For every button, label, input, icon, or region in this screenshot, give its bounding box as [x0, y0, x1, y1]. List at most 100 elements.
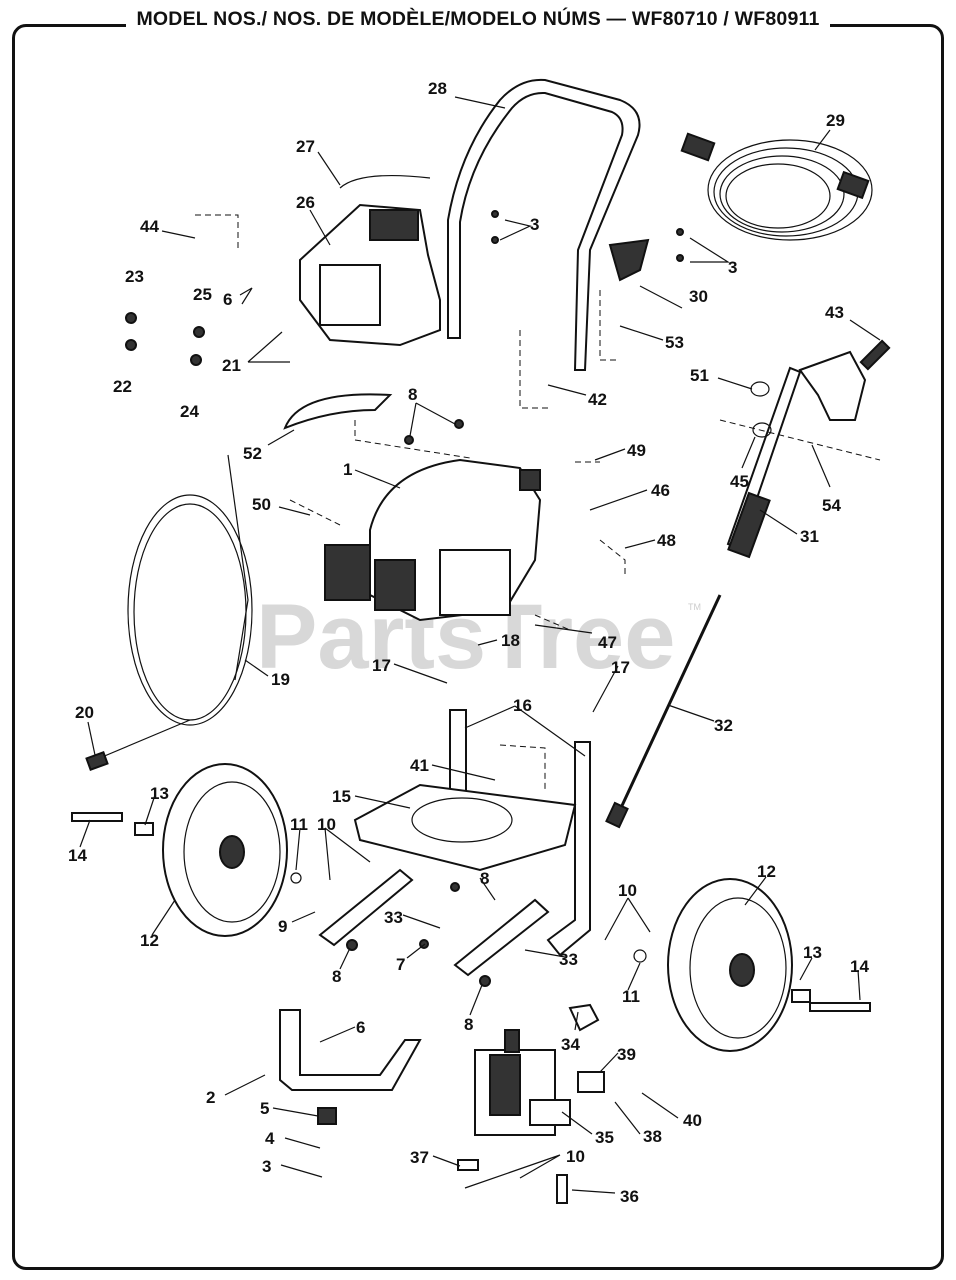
callout-9: 9 [278, 917, 287, 936]
hose-coil [680, 132, 873, 241]
callout-18: 18 [501, 631, 520, 650]
callout-35: 35 [595, 1128, 614, 1147]
callout-3b: 3 [728, 258, 737, 277]
inlet-fitting-39 [577, 1071, 605, 1093]
callout-40: 40 [683, 1111, 702, 1130]
engine-shroud [299, 203, 441, 347]
callout-39: 39 [617, 1045, 636, 1064]
callout-42: 42 [588, 390, 607, 409]
callout-48: 48 [657, 531, 676, 550]
callout-17b: 17 [611, 658, 630, 677]
callout-49: 49 [627, 441, 646, 460]
frame-side-left [318, 868, 414, 947]
callout-14a: 14 [68, 846, 87, 865]
spray-wand [618, 594, 722, 811]
callout-52: 52 [243, 444, 262, 463]
callout-27: 27 [296, 137, 315, 156]
callout-31: 31 [800, 527, 819, 546]
foot-5 [317, 1107, 337, 1125]
callout-3a: 3 [530, 215, 539, 234]
callout-11b: 11 [622, 987, 640, 1006]
callout-53: 53 [665, 333, 684, 352]
callout-15: 15 [332, 787, 351, 806]
callout-50: 50 [252, 495, 271, 514]
callout-45: 45 [730, 472, 749, 491]
callout-6a: 6 [223, 290, 232, 309]
callout-10a: 10 [317, 815, 336, 834]
callout-23: 23 [125, 267, 144, 286]
callout-20: 20 [75, 703, 94, 722]
bushing-left [134, 822, 154, 836]
callout-26: 26 [296, 193, 315, 212]
handle-frame [447, 78, 641, 371]
bolt-36 [556, 1174, 568, 1204]
alignment-lines [195, 214, 881, 790]
callout-12a: 12 [140, 931, 159, 950]
frame-side-right [453, 898, 550, 977]
callout-8c: 8 [332, 967, 341, 986]
callout-16: 16 [513, 696, 532, 715]
callout-21: 21 [222, 356, 241, 375]
callout-labels: 28 29 27 26 44 3 3 23 25 6 30 53 43 21 2… [68, 79, 869, 1206]
callout-13b: 13 [803, 943, 822, 962]
gun-holder [608, 238, 650, 282]
callout-19: 19 [271, 670, 290, 689]
callout-38: 38 [643, 1127, 662, 1146]
callout-8b: 8 [480, 869, 489, 888]
callout-13a: 13 [150, 784, 169, 803]
spray-gun [726, 350, 867, 559]
watermark-tm: TM [688, 602, 701, 612]
callout-7: 7 [396, 955, 405, 974]
callout-34: 34 [561, 1035, 580, 1054]
callout-44: 44 [140, 217, 159, 236]
callout-47: 47 [598, 633, 617, 652]
callout-14b: 14 [850, 957, 869, 976]
callout-12b: 12 [757, 862, 776, 881]
callout-10b: 10 [618, 881, 637, 900]
callout-29: 29 [826, 111, 845, 130]
pump [474, 1029, 571, 1136]
callout-2: 2 [206, 1088, 215, 1107]
fuel-line [339, 174, 431, 189]
engine [324, 458, 542, 622]
callout-24: 24 [180, 402, 199, 421]
frame-upright-left [449, 709, 467, 801]
wheel-right [667, 878, 793, 1052]
axle-bolt-right [809, 1002, 871, 1012]
callout-33a: 33 [384, 908, 403, 927]
o-ring-51 [750, 381, 770, 397]
o-ring-45 [752, 422, 772, 438]
header: MODEL NOS./ NOS. DE MODÈLE/MODELO NÚMS —… [0, 8, 956, 31]
base-plate [353, 783, 577, 872]
frame-upright-right [546, 741, 591, 957]
wheel-left [162, 763, 288, 937]
callout-17a: 17 [372, 656, 391, 675]
callout-41: 41 [410, 756, 429, 775]
callout-25: 25 [193, 285, 212, 304]
callout-22: 22 [113, 377, 132, 396]
outlet-fitting-37 [457, 1159, 479, 1171]
callout-10c: 10 [566, 1147, 585, 1166]
callout-11a: 11 [290, 815, 308, 834]
callout-51: 51 [690, 366, 709, 385]
callout-54: 54 [822, 496, 841, 515]
callout-32: 32 [714, 716, 733, 735]
callout-1: 1 [343, 460, 352, 479]
callout-43: 43 [825, 303, 844, 322]
lower-frame [279, 1009, 422, 1091]
callout-28: 28 [428, 79, 447, 98]
callout-46: 46 [651, 481, 670, 500]
decal-52 [283, 393, 393, 430]
callout-3c: 3 [262, 1157, 271, 1176]
callout-5: 5 [260, 1099, 269, 1118]
callout-37: 37 [410, 1148, 429, 1167]
high-pressure-hose [127, 494, 253, 726]
hose-fitting [85, 751, 109, 771]
callout-33b: 33 [559, 950, 578, 969]
callout-4: 4 [265, 1129, 275, 1148]
callout-30: 30 [689, 287, 708, 306]
callout-6b: 6 [356, 1018, 365, 1037]
nozzle-tip [859, 339, 891, 371]
axle-bolt-left [71, 812, 123, 822]
